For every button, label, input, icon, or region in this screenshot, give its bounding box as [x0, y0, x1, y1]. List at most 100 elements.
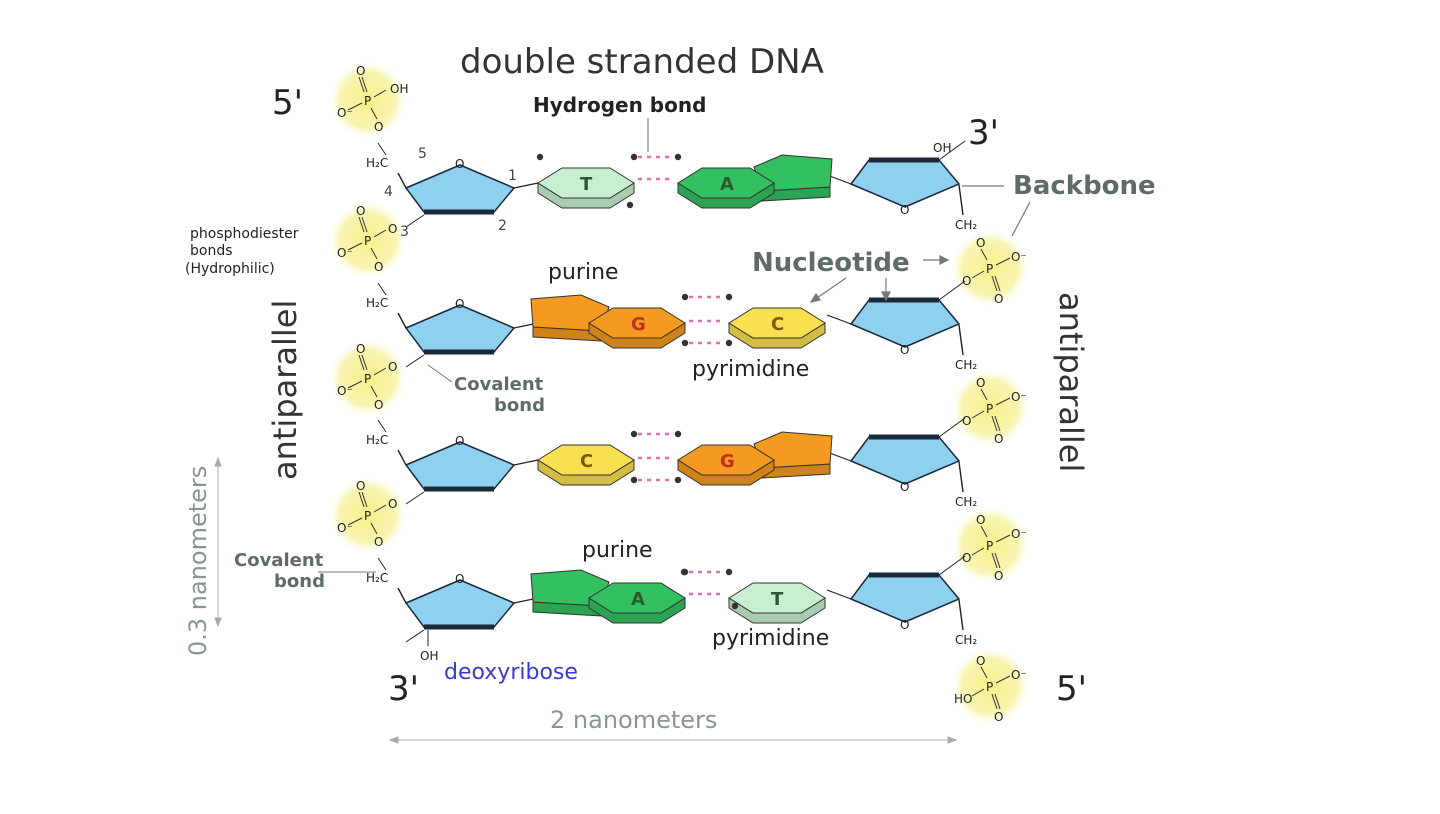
oxygen-atom: O	[976, 513, 985, 527]
carbon-number-5: 5	[418, 146, 427, 162]
double-bond	[994, 275, 1001, 292]
single-bond	[370, 385, 378, 398]
vertical-measure-label: 0.3 nanometers	[184, 466, 212, 656]
base-right-G: G	[677, 431, 833, 486]
single-bond	[373, 367, 387, 376]
covalent-bond-label-1-line2: bond	[494, 395, 545, 416]
phosphodiester-label-line2: bonds	[190, 243, 233, 259]
phosphate-glow	[950, 505, 1030, 585]
carbon-number-1: 1	[508, 168, 517, 184]
sugar-left-4: O	[404, 572, 516, 630]
phosphorus-atom: P	[986, 680, 993, 694]
phosphate-group-right-2: POO⁻OO	[950, 368, 1030, 448]
methylene-group: H₂C	[366, 156, 388, 170]
carbon-number-3: 3	[400, 224, 409, 240]
base-letter: T	[580, 174, 593, 195]
hydrogen-bond-label: Hydrogen bond	[533, 93, 706, 117]
phosphorus-atom: P	[364, 94, 371, 108]
methylene-group: CH₂	[955, 218, 977, 232]
base-top	[677, 167, 775, 199]
base-top	[728, 307, 826, 339]
base-letter: A	[631, 589, 645, 610]
sugar-right-2: O	[849, 297, 961, 357]
oxygen-ion: O⁻	[337, 384, 353, 398]
oxygen-atom: O	[356, 479, 365, 493]
phosphorus-atom: P	[364, 234, 371, 248]
horizontal-measure-label: 2 nanometers	[550, 706, 717, 734]
phosphate-glow	[328, 60, 408, 140]
covalent-bond-pointer-1	[427, 364, 453, 383]
double-bond	[991, 693, 998, 710]
sugar-left-1: O	[404, 157, 516, 215]
hydrogen-bonds	[536, 153, 739, 610]
sugar-ring	[404, 441, 516, 490]
oxygen-atom: O	[388, 497, 397, 511]
single-bond	[971, 547, 985, 556]
oxygen-atom: O	[994, 292, 1003, 306]
ring-oxygen: O	[900, 618, 909, 632]
double-bond	[361, 76, 368, 93]
sugar-ring	[404, 579, 516, 628]
base-right-C: C	[728, 307, 826, 349]
base-top	[537, 167, 635, 199]
phosphate-group-left-1: POO⁻OHO	[328, 60, 408, 140]
purine-hexagon: A	[588, 582, 686, 624]
oxygen-atom: O	[356, 204, 365, 218]
base-letter: C	[580, 451, 593, 472]
ring-oxygen: O	[455, 297, 464, 311]
atom-dot	[630, 153, 638, 161]
single-bond	[373, 89, 387, 98]
atom-dot	[681, 293, 689, 301]
single-bond	[995, 257, 1011, 266]
oxygen-atom: O	[994, 432, 1003, 446]
sugar-ring	[849, 436, 961, 485]
phosphorus-atom: P	[986, 262, 993, 276]
double-bond	[358, 76, 365, 93]
phosphate-group-right-1: POO⁻OO	[950, 228, 1030, 308]
nucleotide-label: Nucleotide	[752, 248, 910, 278]
base-letter: T	[771, 589, 784, 610]
double-bond	[361, 491, 368, 508]
ring-oxygen: O	[455, 572, 464, 586]
oxygen-atom: O	[962, 551, 971, 565]
atom-dot	[674, 476, 682, 484]
covalent-bond-label-1-line1: Covalent	[454, 374, 544, 395]
diagram-title: double stranded DNA	[460, 42, 824, 82]
phosphorus-atom: P	[986, 402, 993, 416]
oxygen-atom: O	[374, 398, 383, 412]
backbone-label: Backbone	[1013, 171, 1156, 201]
base-top	[537, 444, 635, 476]
hydroxyl-group: OH	[390, 82, 408, 96]
oxygen-atom: O	[962, 414, 971, 428]
methylene-group: CH₂	[955, 633, 977, 647]
backbone-bond	[377, 142, 387, 156]
atom-dot	[681, 339, 689, 347]
glycosidic-bond	[826, 589, 852, 600]
sugar-right-4: O	[849, 572, 961, 632]
base-letter: C	[771, 314, 784, 335]
single-bond	[370, 107, 378, 120]
hydroxyl-group: HO	[954, 692, 972, 706]
glycosidic-bond	[513, 182, 539, 189]
sugar-ring	[849, 299, 961, 348]
base-right-A: A	[677, 154, 833, 209]
sugar-ring	[404, 304, 516, 353]
phosphate-glow	[328, 475, 408, 555]
three-prime-top-right: 3'	[968, 113, 999, 153]
base-letter: G	[631, 314, 646, 335]
phosphate-glow	[328, 200, 408, 280]
base-letter: G	[720, 451, 735, 472]
phosphodiester-label-line1: phosphodiester	[190, 226, 299, 242]
oxygen-atom: O	[356, 342, 365, 356]
backbone-bond	[938, 417, 966, 438]
base-top	[728, 582, 826, 614]
phosphorus-atom: P	[364, 509, 371, 523]
backbone-bond	[397, 449, 407, 466]
base-left-G: G	[530, 294, 686, 349]
backbone-bond	[958, 599, 964, 631]
single-bond	[980, 388, 988, 401]
backbone-bond	[397, 587, 407, 604]
oxygen-ion: O⁻	[1011, 527, 1027, 541]
